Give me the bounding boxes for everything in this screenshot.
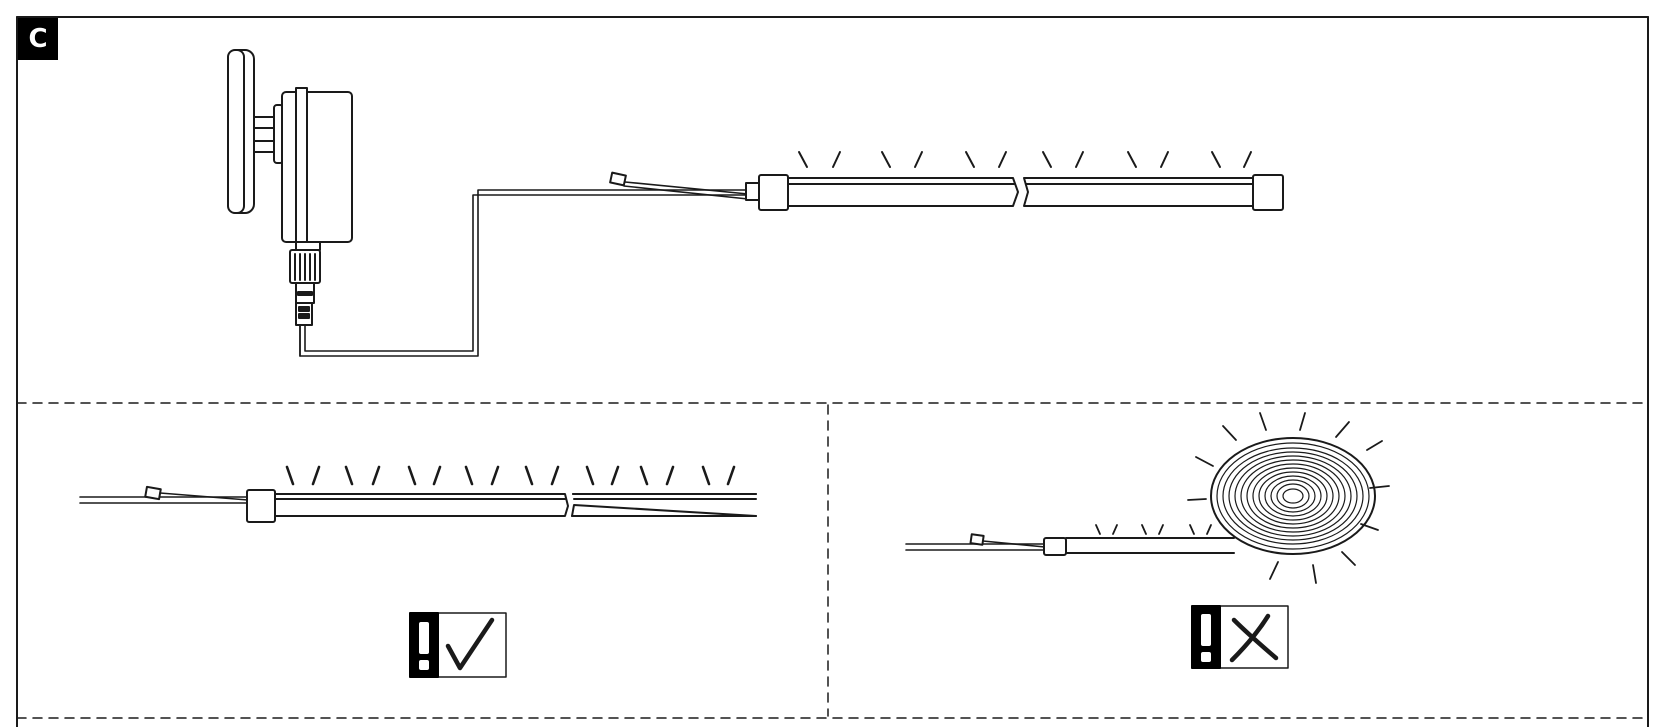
power-adapter-icon xyxy=(227,49,353,326)
exclamation-icon xyxy=(1201,614,1211,646)
supply-cable xyxy=(299,189,749,357)
small-connector-icon xyxy=(609,171,749,200)
section-label: C xyxy=(18,18,58,60)
check-icon xyxy=(445,617,495,671)
light-rays-icon xyxy=(1095,412,1390,584)
figure-frame xyxy=(16,16,1649,727)
verdict-correct-badge xyxy=(409,612,507,678)
unrolled-strip-icon xyxy=(79,485,757,523)
exclamation-icon xyxy=(419,622,429,654)
light-rays-icon xyxy=(285,465,736,486)
cross-icon xyxy=(1229,613,1279,663)
verdict-incorrect-badge xyxy=(1191,605,1289,669)
light-rays-icon xyxy=(798,151,1252,168)
led-strip-icon xyxy=(745,174,1284,211)
coiled-strip-icon xyxy=(905,437,1376,556)
